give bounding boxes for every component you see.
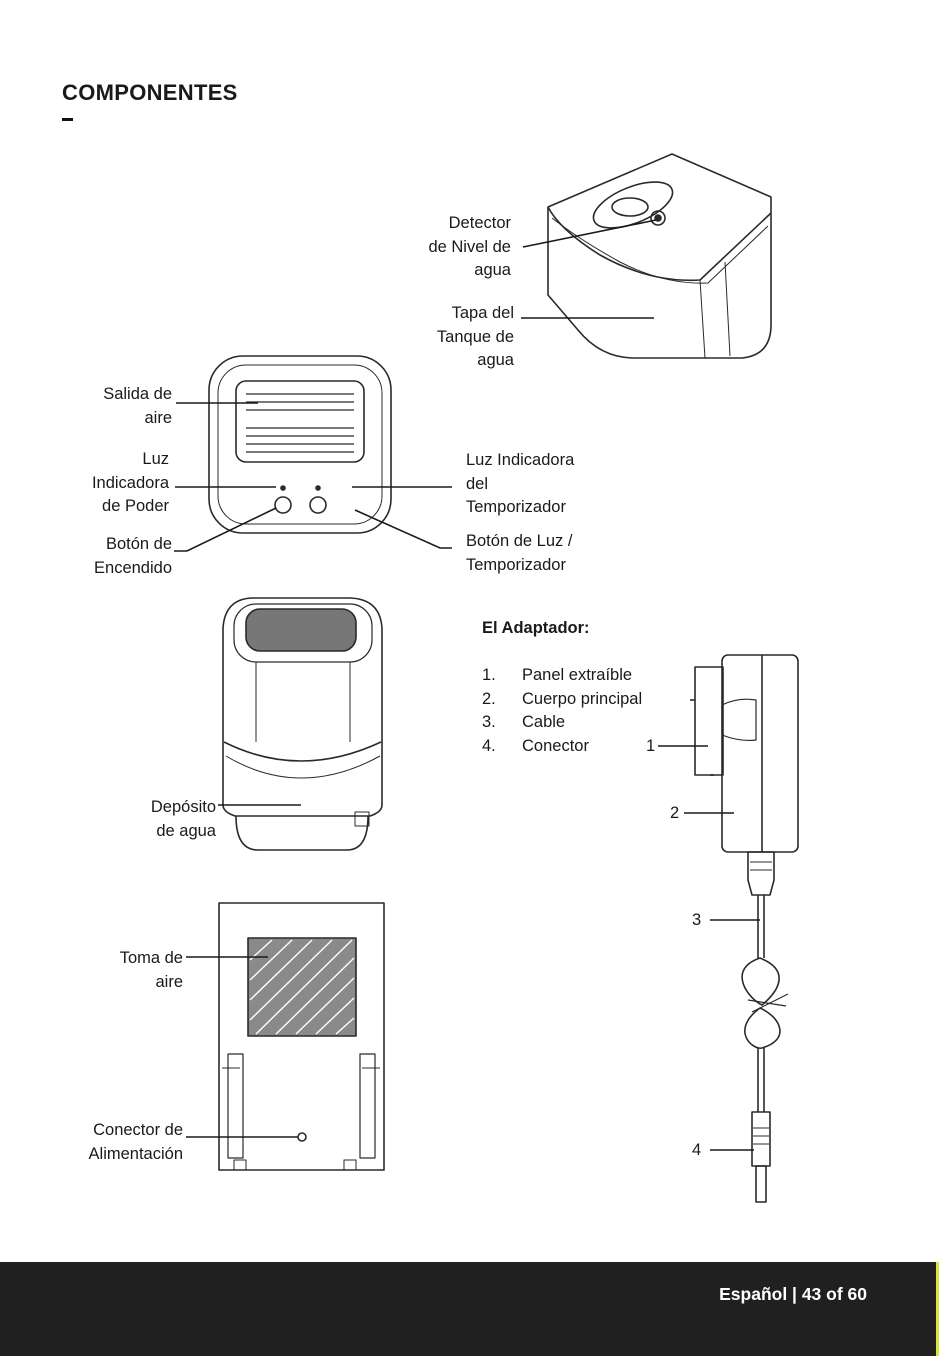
callout-1: 1 [646,737,656,755]
label-air-outlet: Salida de aire [103,385,172,427]
adapter-parts-list: 1. Panel extraíble 2. Cuerpo principal 3. C… [482,664,642,758]
adapter-drawing [690,654,799,1203]
list-item: 1. Panel extraíble [482,664,642,688]
footer-accent-bar [936,1262,939,1356]
list-item-number: 2. [482,689,496,708]
page-title: COMPONENTES [62,80,238,105]
label-timer-indicator: Luz Indicadora del Temporizador [466,451,575,516]
label-water-level-detector: Detector de Nivel de agua [428,214,511,279]
back-view-drawing [218,902,385,1171]
label-power-indicator: Luz Indicadora de Poder [91,450,169,515]
label-power-connector: Conector de Alimentación [88,1121,183,1163]
list-item-number: 1. [482,666,496,684]
page-footer: Español | 43 of 60 [0,1262,939,1356]
label-light-timer-button: Botón de Luz / Temporizador [466,532,573,574]
callout-3: 3 [692,911,702,929]
list-item: 2. Cuerpo principal [482,688,642,712]
leader-lines [174,219,760,1151]
title-underline [62,118,73,121]
list-item: 4. Conector [482,735,642,759]
label-air-intake: Toma de aire [119,949,183,991]
list-item-number: 4. [482,736,496,755]
list-item: 3. Cable [482,711,642,735]
list-item-label: Cuerpo principal [522,689,643,708]
page-number: Español | 43 of 60 [719,1284,867,1304]
label-water-tank: Depósito de agua [150,798,216,840]
body-view-drawing [222,597,383,851]
label-tank-lid: Tapa del Tanque de agua [436,304,514,369]
list-item-label: Conector [522,736,589,755]
list-item-number: 3. [482,713,496,731]
callout-2: 2 [670,804,680,822]
components-illustration [174,153,799,1203]
front-view-drawing [208,355,392,534]
adapter-heading: El Adaptador: [482,619,590,637]
list-item-label: Panel extraíble [522,666,633,684]
callout-4: 4 [692,1141,702,1159]
list-item-label: Cable [522,713,566,731]
label-power-button: Botón de Encendido [94,535,172,577]
tank-lid-drawing [547,153,772,359]
